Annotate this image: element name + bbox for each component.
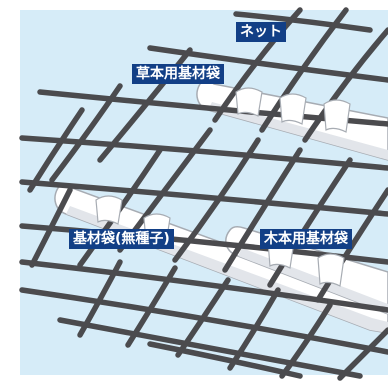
- net-strand-h2: [147, 45, 388, 83]
- net-strand-d5: [49, 83, 123, 183]
- seed-bag-label: 基材袋(無種子): [69, 229, 174, 249]
- net-strand-h7: [19, 259, 388, 313]
- net-strand-d19: [337, 327, 388, 381]
- net-strand-d9: [222, 147, 303, 273]
- net-strand-d11: [315, 187, 388, 303]
- net-strand-d6: [27, 107, 85, 193]
- net-strand-d15: [125, 265, 178, 348]
- net-strand-h4: [19, 135, 388, 171]
- net-strand-d10: [267, 157, 353, 288]
- net-label: ネット: [236, 22, 286, 42]
- grass-bag-bulge-2: [279, 93, 307, 125]
- net-strand-d2: [259, 7, 349, 133]
- grass-bag-shade: [208, 102, 388, 160]
- net-strand-d13: [29, 187, 73, 268]
- net-strand-d8: [172, 137, 261, 263]
- net-strand-h5: [19, 179, 388, 217]
- net-strand-d3: [302, 27, 388, 143]
- net-strand-d4: [97, 47, 193, 163]
- grass-bag-bulge-1: [235, 87, 263, 117]
- net-strand-d18: [279, 302, 333, 379]
- grass-bag-label: 草本用基材袋: [132, 64, 224, 84]
- net-strand-h9: [57, 317, 363, 379]
- net-strand-d17: [227, 287, 281, 371]
- grass-bag-bulge-3: [323, 99, 351, 133]
- net-strand-d1: [212, 7, 303, 123]
- tree-bag-label: 木本用基材袋: [260, 229, 352, 249]
- seed-bag-bulge-1: [95, 195, 123, 225]
- net-strand-d14: [77, 259, 123, 338]
- net-strand-d16: [175, 277, 231, 358]
- tree-bag-bulge-2: [317, 253, 345, 287]
- net-strand-h1: [233, 11, 373, 33]
